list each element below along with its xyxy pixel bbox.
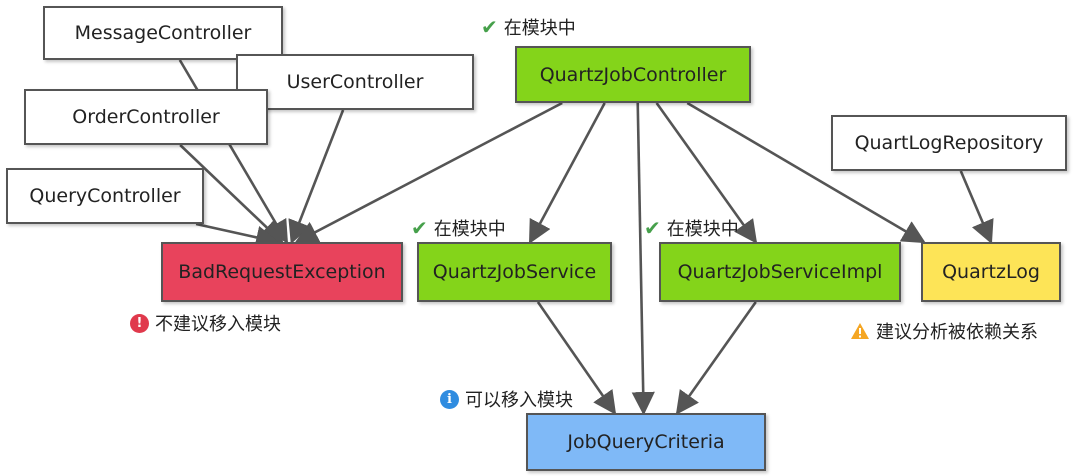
check-icon: ✔	[644, 216, 661, 240]
note-analyze-dependency: 建议分析被依赖关系	[850, 318, 1038, 344]
edge-quart-log-repository-to-quartz-log	[959, 170, 994, 245]
note-text: 建议分析被依赖关系	[876, 322, 1038, 343]
warning-icon	[851, 323, 869, 339]
node-order-controller[interactable]: OrderController	[24, 89, 268, 145]
node-bad-request-exception[interactable]: BadRequestException	[161, 242, 403, 302]
edge-order-controller-to-bad-request-exception	[179, 144, 284, 244]
note-text: 可以移入模块	[465, 390, 573, 411]
note-in-module-top: ✔ 在模块中	[481, 14, 576, 40]
edge-quartz-job-controller-to-quartz-job-service	[528, 102, 606, 245]
node-job-query-criteria[interactable]: JobQueryCriteria	[526, 413, 766, 471]
node-quart-log-repository[interactable]: QuartLogRepository	[831, 115, 1067, 171]
edge-quartz-job-controller-to-bad-request-exception	[294, 101, 563, 244]
note-text: 在模块中	[433, 219, 506, 240]
note-in-module-impl: ✔ 在模块中	[644, 215, 739, 241]
node-message-controller[interactable]: MessageController	[43, 6, 283, 60]
note-text: 在模块中	[503, 18, 576, 39]
node-quartz-log[interactable]: QuartzLog	[921, 242, 1061, 302]
edge-quartz-job-controller-to-quartz-log	[686, 101, 926, 244]
error-icon: !	[130, 313, 149, 333]
node-quartz-job-service-impl[interactable]: QuartzJobServiceImpl	[659, 242, 901, 302]
check-icon: ✔	[481, 15, 498, 39]
note-not-recommended: ! 不建议移入模块	[130, 310, 281, 336]
edge-user-controller-to-bad-request-exception	[288, 109, 345, 245]
note-text: 在模块中	[666, 219, 739, 240]
node-user-controller[interactable]: UserController	[236, 54, 474, 110]
edge-quartz-job-controller-to-quartz-job-service-impl	[655, 102, 758, 244]
node-quartz-job-service[interactable]: QuartzJobService	[417, 242, 612, 302]
edge-query-controller-to-bad-request-exception	[195, 222, 280, 249]
edge-quartz-job-service-impl-to-job-query-criteria	[675, 301, 757, 415]
info-icon: i	[440, 389, 459, 409]
note-in-module-service: ✔ 在模块中	[411, 215, 506, 241]
note-can-move: i 可以移入模块	[440, 386, 573, 412]
note-text: 不建议移入模块	[155, 314, 281, 335]
node-query-controller[interactable]: QueryController	[6, 168, 204, 224]
node-quartz-job-controller[interactable]: QuartzJobController	[515, 46, 751, 103]
edge-quartz-job-service-to-job-query-criteria	[536, 301, 617, 415]
check-icon: ✔	[411, 216, 428, 240]
edge-quartz-job-controller-to-job-query-criteria	[631, 102, 655, 416]
